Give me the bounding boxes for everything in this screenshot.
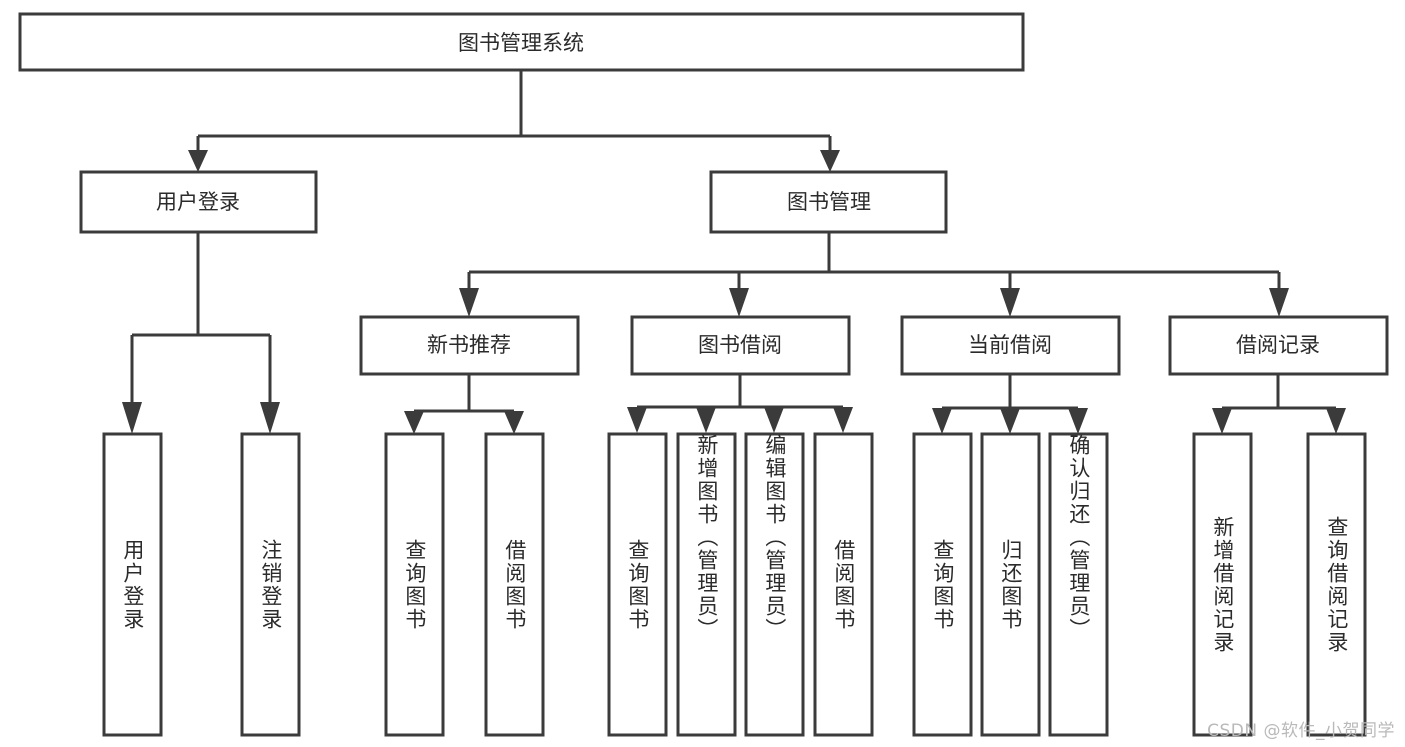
leaf-box-user-login-1[interactable] bbox=[102, 432, 163, 737]
connector-current-borrow-to-leaves bbox=[940, 374, 1080, 412]
node-new-book-recommend[interactable]: 新书推荐 bbox=[359, 315, 580, 376]
node-book-manage-label: 图书管理 bbox=[787, 190, 871, 214]
connector-book-borrow-to-leaves bbox=[635, 374, 845, 412]
node-current-borrow[interactable]: 当前借阅 bbox=[900, 315, 1121, 376]
arrow-head-new-book-leaf-2 bbox=[504, 411, 524, 434]
arrow-head-current-borrow-leaf-2 bbox=[1000, 408, 1020, 434]
arrow-head-book-borrow-leaf-4 bbox=[833, 407, 853, 433]
node-borrow-record-label: 借阅记录 bbox=[1236, 333, 1320, 357]
leaf-box-book-borrow-4[interactable] bbox=[813, 432, 874, 737]
node-book-borrow-label: 图书借阅 bbox=[698, 333, 782, 357]
node-root[interactable]: 图书管理系统 bbox=[18, 12, 1025, 72]
leaf-box-current-borrow-1[interactable] bbox=[912, 432, 973, 737]
arrow-head-book-borrow-leaf-2 bbox=[696, 407, 716, 433]
arrow-head-borrow-record-leaf-1 bbox=[1212, 408, 1232, 434]
node-user-login-label: 用户登录 bbox=[156, 190, 240, 214]
arrow-head-book-borrow-leaf-1 bbox=[627, 407, 647, 433]
leaf-box-current-borrow-2[interactable] bbox=[980, 432, 1041, 737]
connector-book-manage-to-level3 bbox=[467, 232, 1281, 290]
arrow-head-book-borrow-leaf-3 bbox=[764, 407, 784, 433]
arrow-head-current-borrow-leaf-1 bbox=[932, 408, 952, 434]
node-book-borrow[interactable]: 图书借阅 bbox=[630, 315, 851, 376]
node-root-label: 图书管理系统 bbox=[458, 31, 584, 55]
node-current-borrow-rect[interactable] bbox=[900, 315, 1121, 376]
node-book-manage[interactable]: 图书管理 bbox=[709, 170, 948, 234]
arrow-head-borrow-record-leaf-2 bbox=[1326, 408, 1346, 434]
arrow-head-to-user-login bbox=[188, 150, 208, 172]
node-root-rect[interactable] bbox=[18, 12, 1025, 72]
node-new-book-recommend-rect[interactable] bbox=[359, 315, 580, 376]
arrow-head-current-borrow-leaf-3 bbox=[1068, 408, 1088, 434]
watermark-text: CSDN @软件_小贺同学 bbox=[1207, 721, 1395, 741]
arrow-head-user-login-leaf-1 bbox=[122, 402, 142, 434]
leaf-box-user-login-2[interactable] bbox=[240, 432, 301, 737]
leaf-box-current-borrow-3[interactable] bbox=[1048, 432, 1109, 737]
connector-root-to-level2 bbox=[196, 70, 832, 152]
connector-user-login-to-leaves bbox=[130, 232, 272, 404]
node-current-borrow-label: 当前借阅 bbox=[968, 333, 1052, 357]
leaf-box-book-borrow-3[interactable] bbox=[744, 432, 805, 737]
leaf-box-new-book-2[interactable] bbox=[484, 432, 545, 737]
leaf-box-book-borrow-2[interactable] bbox=[676, 432, 737, 737]
connector-borrow-record-to-leaves bbox=[1220, 374, 1338, 412]
arrow-head-new-book-leaf-1 bbox=[404, 411, 424, 434]
arrow-head-to-book-borrow bbox=[729, 288, 749, 317]
node-user-login-rect[interactable] bbox=[79, 170, 318, 234]
leaf-box-new-book-1[interactable] bbox=[384, 432, 445, 737]
arrow-head-to-new-book bbox=[459, 288, 479, 317]
connector-new-book-to-leaves bbox=[412, 374, 516, 414]
leaf-box-book-borrow-1[interactable] bbox=[607, 432, 668, 737]
arrow-head-to-current-borrow bbox=[1000, 288, 1020, 317]
node-user-login[interactable]: 用户登录 bbox=[79, 170, 318, 234]
leaf-box-borrow-record-1[interactable] bbox=[1192, 432, 1253, 737]
leaf-box-borrow-record-2[interactable] bbox=[1306, 432, 1367, 737]
node-borrow-record[interactable]: 借阅记录 bbox=[1168, 315, 1389, 376]
arrow-head-to-book-manage bbox=[820, 150, 840, 172]
node-new-book-recommend-label: 新书推荐 bbox=[427, 333, 511, 357]
arrow-head-user-login-leaf-2 bbox=[260, 402, 280, 434]
arrow-head-to-borrow-record bbox=[1269, 288, 1289, 317]
